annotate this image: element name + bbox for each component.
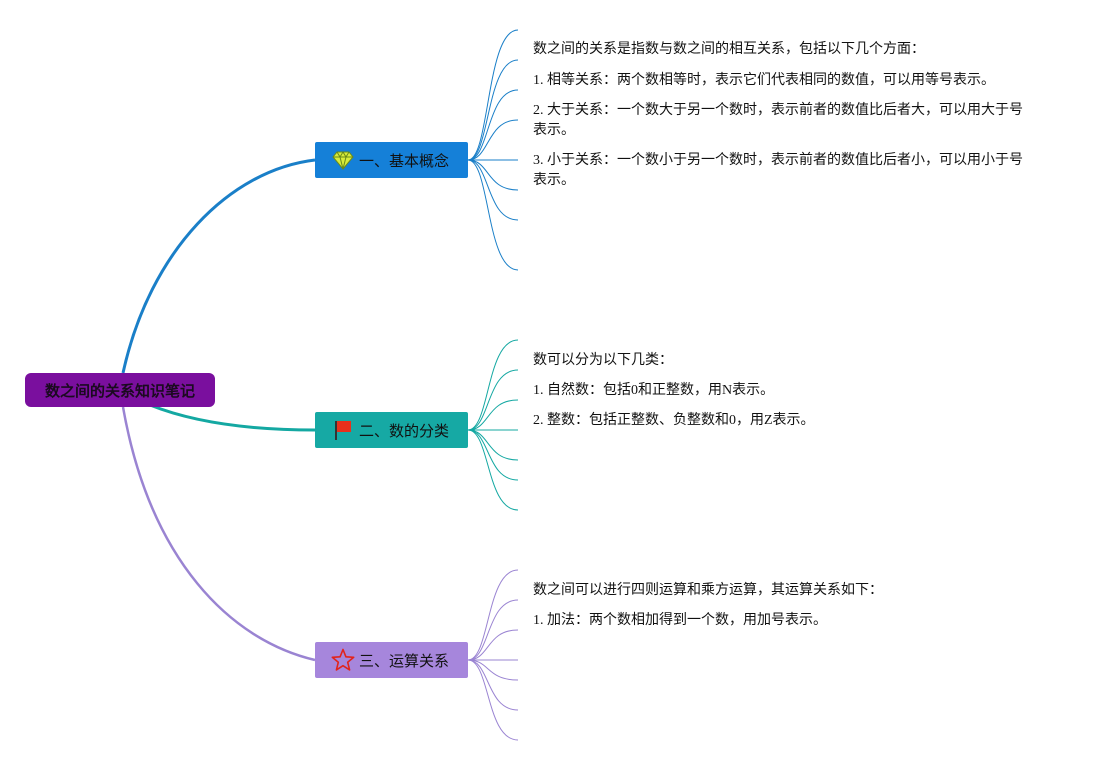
root-topic[interactable]: 数之间的关系知识笔记 xyxy=(25,373,215,407)
fan-connector xyxy=(467,339,519,431)
fan-connector xyxy=(467,429,519,461)
note-text: 数之间可以进行四则运算和乘方运算，其运算关系如下： xyxy=(533,583,883,598)
fan-connector xyxy=(467,599,519,661)
note-text: 2. 大于关系：一个数大于另一个数时，表示前者的数值比后者大，可以用大于号表示。 xyxy=(533,103,1023,138)
fan-connector xyxy=(467,159,519,271)
root-connector xyxy=(121,406,316,662)
root-connector xyxy=(149,403,316,432)
fan-connector xyxy=(467,659,519,741)
note-text: 数之间的关系是指数与数之间的相互关系，包括以下几个方面： xyxy=(533,42,925,57)
fan-connector xyxy=(467,89,519,161)
branch-operations[interactable]: 三、运算关系 xyxy=(315,642,468,678)
fan-connector xyxy=(467,569,519,661)
branch-basic-concepts[interactable]: 一、基本概念 xyxy=(315,142,468,178)
note-text: 1. 相等关系：两个数相等时，表示它们代表相同的数值，可以用等号表示。 xyxy=(533,73,995,88)
root-connector xyxy=(121,158,316,374)
note-text: 2. 整数：包括正整数、负整数和0，用Z表示。 xyxy=(533,413,815,428)
fan-connector xyxy=(467,159,519,191)
branch-label: 一、基本概念 xyxy=(359,151,450,170)
fan-connector xyxy=(467,629,519,661)
note-text: 3. 小于关系：一个数小于另一个数时，表示前者的数值比后者小，可以用小于号表示。 xyxy=(533,153,1023,188)
fan-connector xyxy=(467,29,519,161)
fan-connector xyxy=(467,429,519,481)
star-icon xyxy=(331,648,355,672)
branch-number-classification[interactable]: 二、数的分类 xyxy=(315,412,468,448)
fan-connector xyxy=(467,159,519,221)
note-text: 1. 自然数：包括0和正整数，用N表示。 xyxy=(533,383,775,398)
branch-label: 三、运算关系 xyxy=(359,651,450,670)
fan-connector xyxy=(467,399,519,431)
fan-connector xyxy=(467,429,519,511)
fan-connector xyxy=(467,119,519,161)
fan-connector xyxy=(467,59,519,161)
fan-connector xyxy=(467,659,519,681)
fan-connector xyxy=(467,369,519,431)
branch-label: 二、数的分类 xyxy=(359,421,450,440)
note-text: 1. 加法：两个数相加得到一个数，用加号表示。 xyxy=(533,613,827,628)
flag-icon xyxy=(331,418,355,442)
diamond-icon xyxy=(331,148,355,172)
note-text: 数可以分为以下几类： xyxy=(533,353,673,368)
root-topic-label: 数之间的关系知识笔记 xyxy=(44,381,195,400)
fan-connector xyxy=(467,659,519,711)
